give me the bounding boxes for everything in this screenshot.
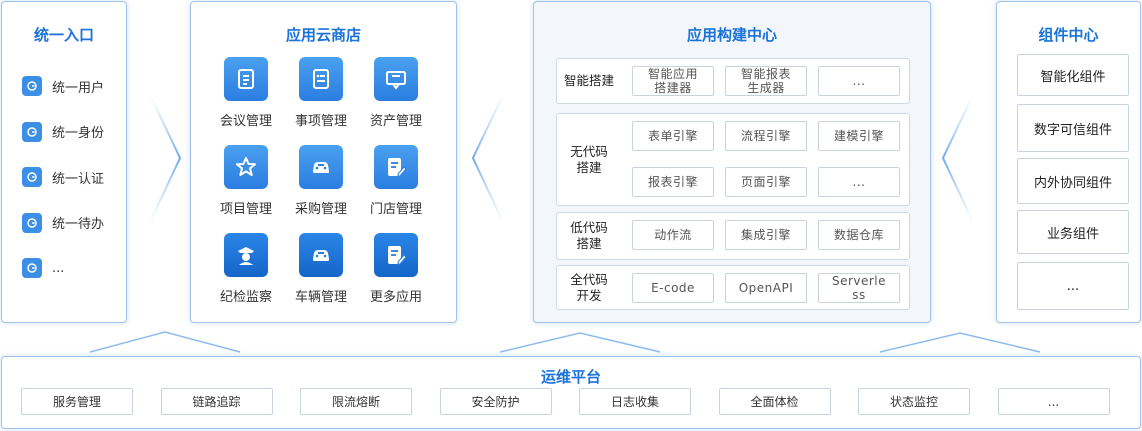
- officer-icon: [224, 233, 268, 277]
- build-chip[interactable]: 数据仓库: [818, 220, 900, 250]
- ops-platform-title: 运维平台: [540, 368, 601, 386]
- car-icon: [299, 145, 343, 189]
- build-row-label: 低代码搭建: [557, 220, 621, 252]
- app-store-title: 应用云商店: [285, 26, 361, 44]
- edit-doc-icon: [374, 145, 418, 189]
- build-chip[interactable]: 建模引擎: [818, 121, 900, 151]
- ops-item[interactable]: ...: [997, 388, 1110, 415]
- app-tile[interactable]: 车辆管理: [286, 233, 356, 305]
- app-tile[interactable]: 纪检监察: [211, 233, 281, 305]
- entry-item[interactable]: 统一待办: [22, 211, 104, 235]
- entry-item[interactable]: 统一身份: [22, 120, 104, 144]
- build-row-label: 智能搭建: [557, 73, 621, 89]
- edit-doc-icon: [374, 233, 418, 277]
- build-chip[interactable]: OpenAPI: [725, 273, 807, 303]
- entry-item[interactable]: 统一认证: [22, 165, 104, 189]
- app-tile[interactable]: 门店管理: [361, 145, 431, 217]
- build-row-label: 无代码搭建: [557, 144, 621, 176]
- unified-entry-panel: 统一入口 统一用户统一身份统一认证统一待办...: [1, 1, 127, 323]
- meeting-icon: [224, 57, 268, 101]
- entry-icon: [22, 76, 42, 96]
- build-row-label-line: 搭建: [576, 159, 602, 175]
- ops-item[interactable]: 限流熔断: [300, 388, 412, 415]
- build-center-title: 应用构建中心: [686, 26, 777, 44]
- build-center-panel: 应用构建中心 智能搭建智能应用搭建器智能报表生成器...无代码搭建表单引擎流程引…: [533, 1, 931, 323]
- build-chip[interactable]: 报表引擎: [632, 167, 714, 197]
- build-chip[interactable]: E-code: [632, 273, 714, 303]
- component-item[interactable]: 内外协同组件: [1017, 158, 1129, 204]
- app-label: 会议管理: [219, 114, 272, 129]
- app-tile[interactable]: 项目管理: [211, 145, 281, 217]
- build-row-label: 全代码开发: [557, 272, 621, 304]
- build-row-label-line: 全代码: [570, 271, 608, 287]
- build-row-label-line: 无代码: [570, 143, 608, 159]
- build-row-label-line: 智能搭建: [563, 73, 614, 88]
- entry-item[interactable]: 统一用户: [22, 74, 104, 98]
- entry-item-label: 统一身份: [52, 126, 105, 141]
- build-row: 智能搭建 智能应用搭建器智能报表生成器...: [556, 58, 910, 104]
- build-row-label-line: 搭建: [576, 236, 602, 251]
- app-tile[interactable]: 会议管理: [211, 57, 281, 129]
- ops-item[interactable]: 状态监控: [858, 388, 970, 415]
- entry-item-label: ...: [52, 260, 65, 276]
- build-chip[interactable]: 动作流: [632, 220, 714, 250]
- unified-entry-title: 统一入口: [33, 26, 94, 44]
- build-chip[interactable]: ...: [818, 66, 900, 96]
- entry-icon: [22, 212, 42, 233]
- component-item[interactable]: 数字可信组件: [1017, 104, 1129, 152]
- build-chip[interactable]: ...: [818, 167, 900, 197]
- build-row: 低代码搭建动作流集成引擎数据仓库: [556, 212, 910, 260]
- ops-item[interactable]: 链路追踪: [160, 388, 273, 415]
- app-label: 更多应用: [369, 290, 422, 305]
- entry-icon: [22, 167, 42, 187]
- component-item[interactable]: 业务组件: [1017, 210, 1129, 254]
- ops-item[interactable]: 安全防护: [439, 388, 552, 415]
- app-label: 项目管理: [219, 202, 272, 217]
- app-tile[interactable]: 资产管理: [361, 57, 431, 129]
- entry-icon: [22, 121, 42, 142]
- build-chip[interactable]: 智能应用搭建器: [632, 66, 714, 96]
- component-item[interactable]: ...: [1017, 262, 1129, 310]
- star-icon: [224, 145, 268, 189]
- app-tile[interactable]: 事项管理: [286, 57, 356, 129]
- entry-item-label: 统一用户: [52, 80, 105, 96]
- app-label: 事项管理: [294, 114, 347, 129]
- build-chip[interactable]: 页面引擎: [725, 167, 807, 197]
- build-row: 无代码搭建表单引擎流程引擎建模引擎报表引擎页面引擎...: [556, 113, 910, 206]
- app-tile[interactable]: 采购管理: [286, 145, 356, 217]
- app-tile[interactable]: 更多应用: [361, 233, 431, 305]
- component-center-title: 组件中心: [1038, 26, 1099, 44]
- ops-item[interactable]: 全面体检: [718, 388, 831, 415]
- entry-item[interactable]: ...: [22, 256, 64, 280]
- entry-item-label: 统一认证: [52, 171, 105, 187]
- build-chip[interactable]: 表单引擎: [632, 121, 714, 151]
- app-label: 采购管理: [294, 202, 347, 217]
- app-label: 车辆管理: [294, 290, 347, 305]
- component-item[interactable]: 智能化组件: [1017, 54, 1129, 96]
- task-icon: [299, 57, 343, 101]
- build-chip[interactable]: 智能报表生成器: [725, 66, 807, 96]
- ops-item[interactable]: 日志收集: [579, 388, 691, 415]
- car-icon: [299, 233, 343, 277]
- entry-icon: [22, 258, 42, 278]
- app-store-panel: 应用云商店 会议管理 事项管理 资产管理项目管理 采购管理 门店管理纪检监察 车辆管理 更多…: [190, 1, 457, 323]
- build-chip[interactable]: 流程引擎: [725, 121, 807, 151]
- app-label: 纪检监察: [219, 290, 272, 305]
- build-chip[interactable]: 集成引擎: [725, 220, 807, 250]
- component-center-panel: 组件中心 智能化组件数字可信组件内外协同组件业务组件...: [996, 1, 1141, 323]
- entry-item-label: 统一待办: [52, 217, 105, 232]
- build-row-label-line: 开发: [576, 287, 602, 303]
- build-row-label-line: 低代码: [570, 220, 608, 235]
- asset-icon: [374, 57, 418, 101]
- ops-item[interactable]: 服务管理: [21, 388, 133, 415]
- app-label: 资产管理: [369, 114, 422, 129]
- app-label: 门店管理: [369, 202, 422, 217]
